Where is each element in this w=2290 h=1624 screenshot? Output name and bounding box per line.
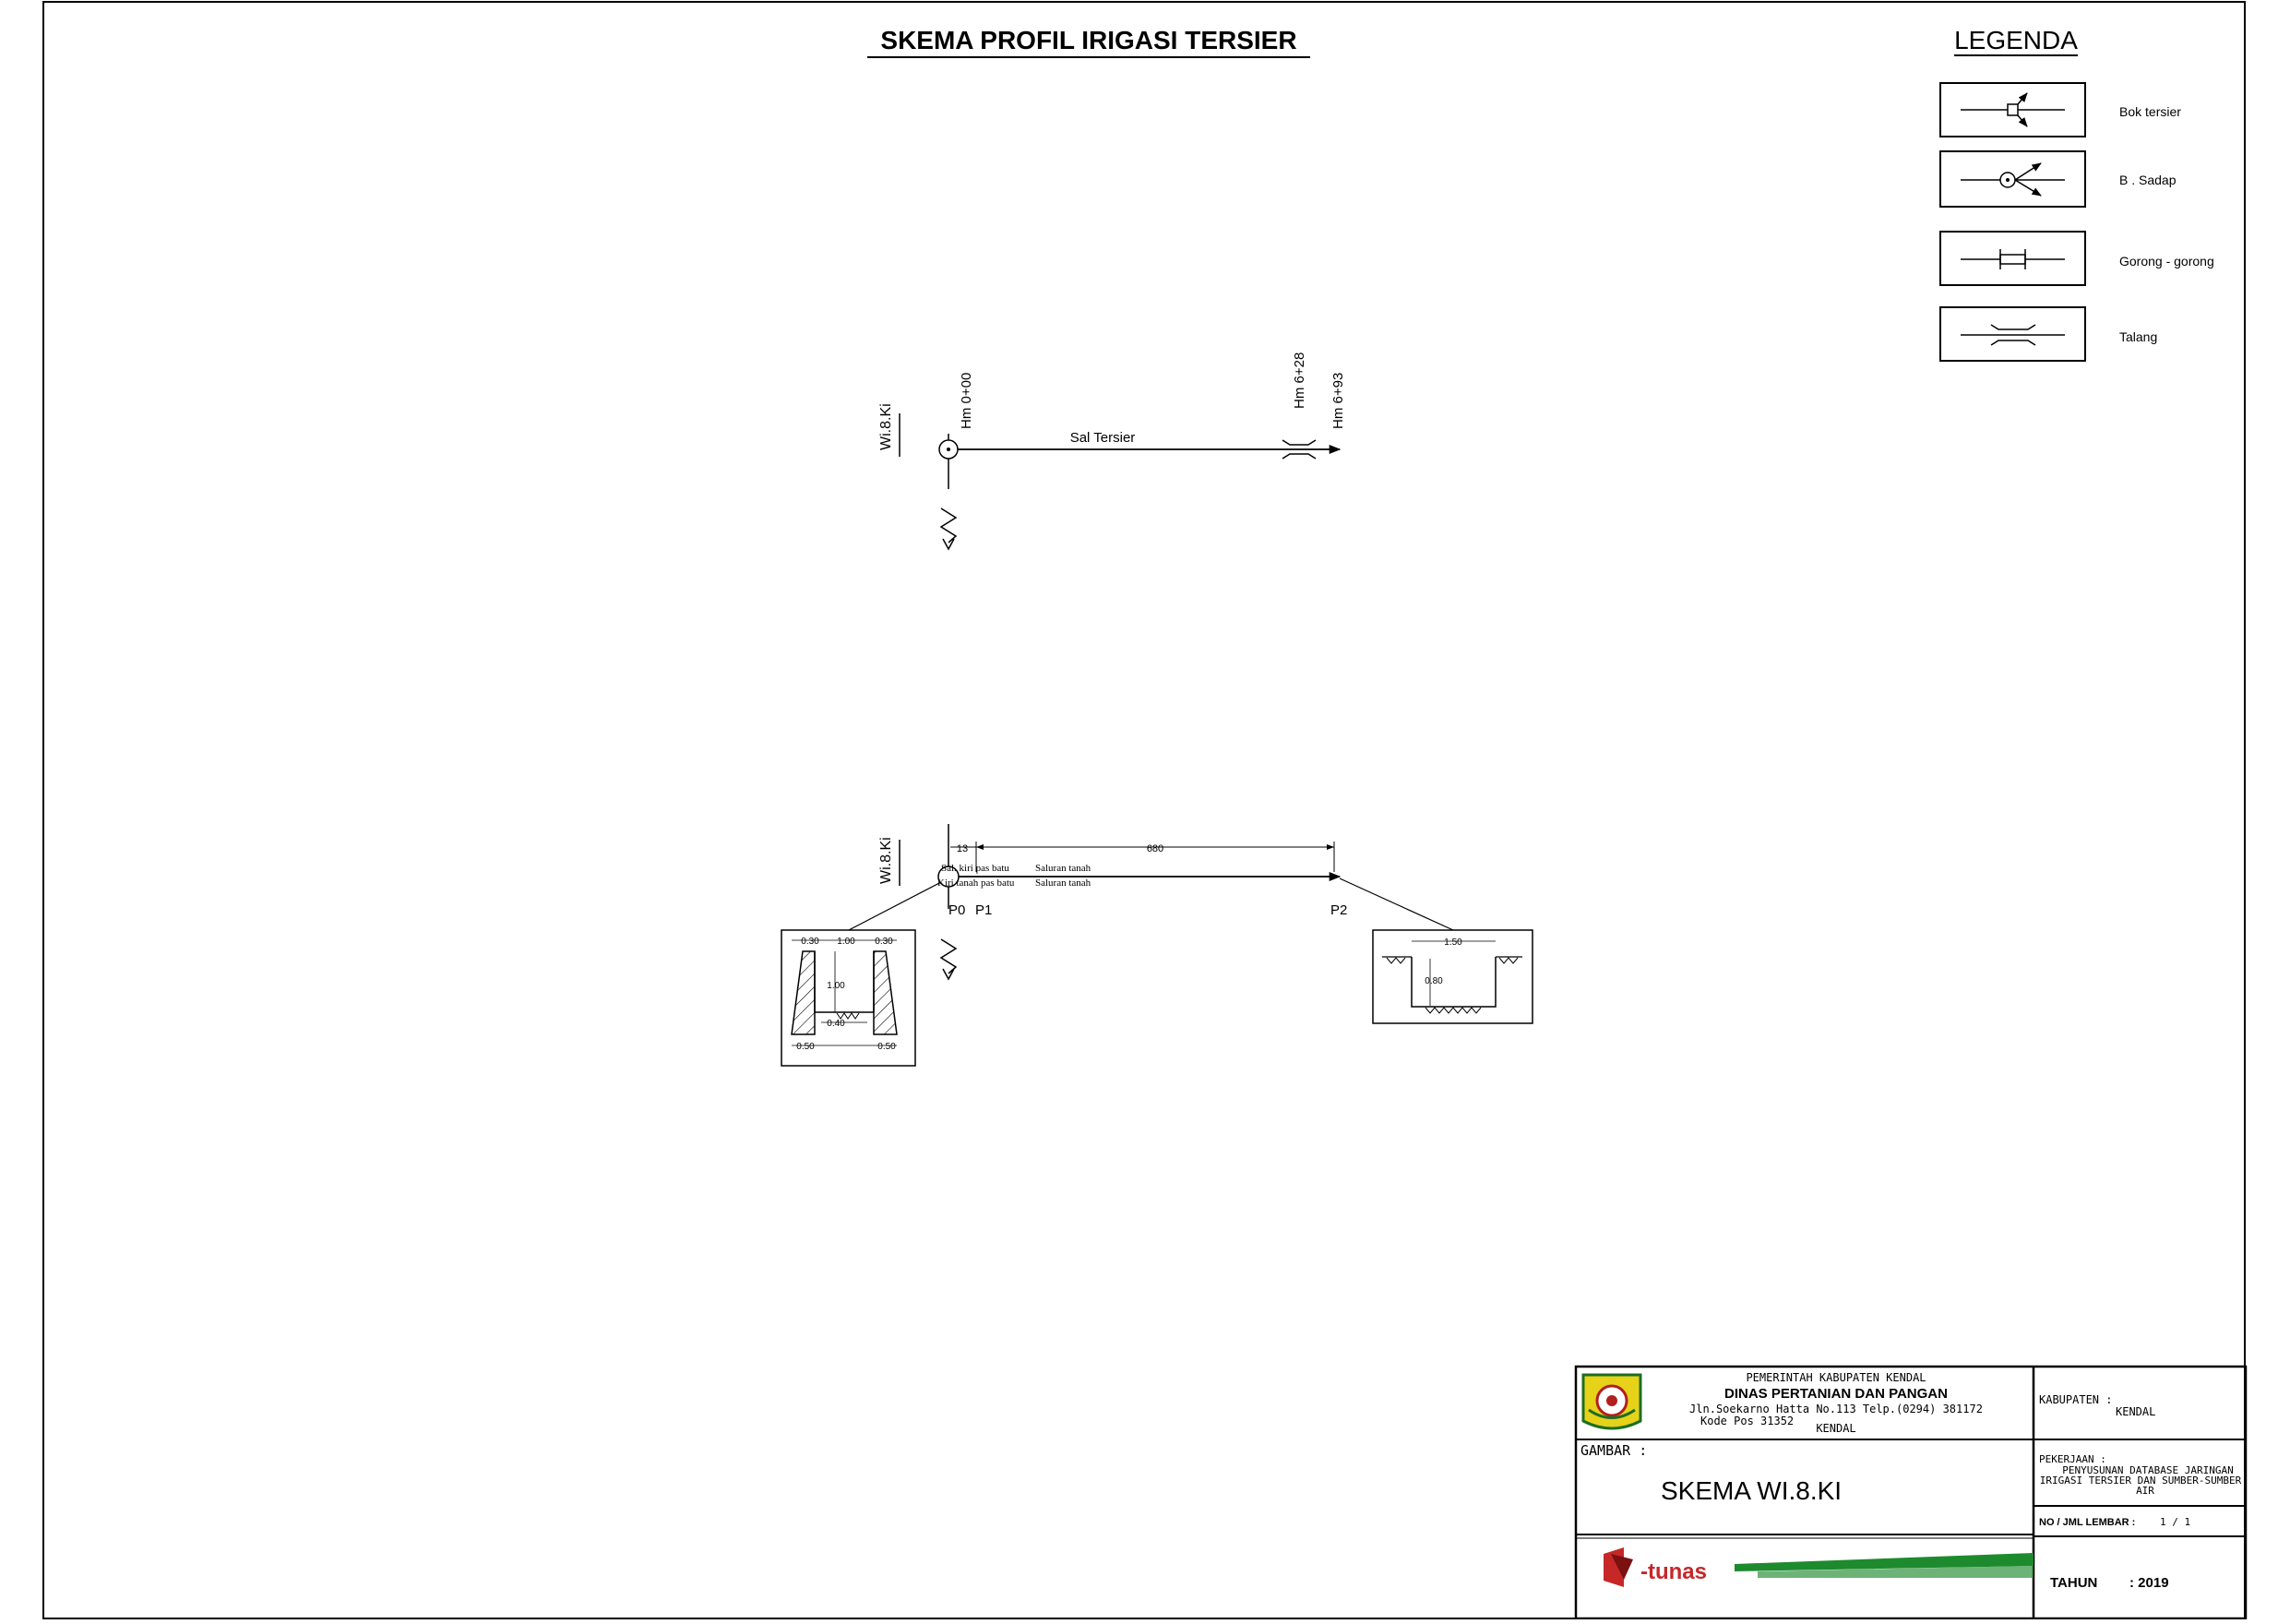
gorong-gorong-icon xyxy=(1961,249,2065,269)
sec-left-bottom-right: 0.50 xyxy=(877,1042,896,1052)
tb-pekerjaan-label: PEKERJAAN : xyxy=(2039,1453,2106,1465)
point-p2: P2 xyxy=(1330,902,1347,918)
schema-station-hm693: Hm 6+93 xyxy=(1330,373,1346,429)
right-note-2: Saluran tanah xyxy=(1035,878,1091,889)
sec-left-top-right: 0.30 xyxy=(875,937,893,947)
legend-heading: LEGENDA xyxy=(1954,26,2078,54)
legend: LEGENDA Bok tersier B . Sadap xyxy=(1939,26,2214,362)
channel-schema: Wi.8.Ki Sal Tersier Hm 0+00 Hm 6+28 Hm 6… xyxy=(878,352,1346,551)
point-p1: P1 xyxy=(975,902,992,918)
legend-label-bok-tersier: Bok tersier xyxy=(2119,104,2181,119)
legend-label-gorong-gorong: Gorong - gorong xyxy=(2119,254,2214,269)
sec-left-top-mid: 1.00 xyxy=(837,937,855,947)
schema-origin-label: Wi.8.Ki xyxy=(878,403,894,450)
legend-item-talang: Talang xyxy=(1939,306,2157,362)
cross-section-right: 1.50 0.80 xyxy=(1372,929,1533,1024)
tb-lembar-value: 1 / 1 xyxy=(2160,1516,2190,1528)
sec-left-bottom-mid: 0.40 xyxy=(827,1019,845,1029)
tb-address: Jln.Soekarno Hatta No.113 Telp.(0294) 38… xyxy=(1689,1403,1983,1415)
tunas-logo-icon xyxy=(1604,1547,1633,1587)
page-title: SKEMA PROFIL IRIGASI TERSIER xyxy=(880,26,1296,54)
schema-channel-label: Sal Tersier xyxy=(1070,430,1136,446)
ground-icon xyxy=(836,1012,860,1020)
gorong-gorong-symbol-box xyxy=(1939,231,2086,286)
brand-text: -tunas xyxy=(1640,1559,1707,1584)
tb-city: KENDAL xyxy=(1816,1422,1855,1435)
tb-gambar-label: GAMBAR : xyxy=(1580,1442,1647,1459)
legend-label-bangunan-sadap: B . Sadap xyxy=(2119,173,2177,187)
ground-icon xyxy=(1386,957,1406,964)
sec-right-width: 1.50 xyxy=(1444,937,1462,948)
sec-right-depth: 0.80 xyxy=(1425,976,1443,986)
tb-pekerjaan-line-1: PENYUSUNAN DATABASE JARINGAN xyxy=(2062,1464,2233,1476)
tb-lembar-label: NO / JML LEMBAR : xyxy=(2039,1517,2135,1528)
legend-item-bok-tersier: Bok tersier xyxy=(1939,82,2181,137)
profile-origin-label: Wi.8.Ki xyxy=(878,837,894,884)
ground-icon xyxy=(1425,1007,1482,1014)
tb-agency: DINAS PERTANIAN DAN PANGAN xyxy=(1724,1386,1948,1402)
leader-right xyxy=(1339,878,1454,931)
kendal-emblem-icon xyxy=(1581,1373,1642,1430)
tb-gambar-value: SKEMA WI.8.KI xyxy=(1661,1476,1842,1505)
point-p0: P0 xyxy=(948,902,965,918)
schema-station-hm0: Hm 0+00 xyxy=(959,373,974,429)
tb-kabupaten-value: KENDAL xyxy=(2116,1405,2155,1418)
dim-left-label: 13 xyxy=(957,843,968,854)
sec-left-bottom-left: 0.50 xyxy=(796,1042,815,1052)
tb-pekerjaan-line-3: AIR xyxy=(2136,1485,2154,1497)
dim-main-label: 680 xyxy=(1147,843,1163,854)
talang-symbol-box xyxy=(1939,306,2086,362)
bangunan-sadap-icon xyxy=(1961,162,2065,197)
tb-tahun-label: TAHUN xyxy=(2050,1575,2097,1591)
left-note-2: Kiri tanah pas batu xyxy=(937,878,1015,889)
bok-tersier-icon xyxy=(1961,92,2065,127)
channel-profile: Wi.8.Ki 13 680 Sal. kiri pas batu Kiri t… xyxy=(781,824,1533,1067)
schema-station-hm628: Hm 6+28 xyxy=(1292,352,1307,409)
legend-label-talang: Talang xyxy=(2119,329,2157,344)
sec-left-height: 1.00 xyxy=(827,981,845,991)
sec-left-top-left: 0.30 xyxy=(801,937,819,947)
brand-strip: -tunas xyxy=(1604,1547,2034,1587)
left-note-1: Sal. kiri pas batu xyxy=(941,863,1009,874)
tb-pekerjaan-line-2: IRIGASI TERSIER DAN SUMBER-SUMBER xyxy=(2040,1475,2242,1487)
tb-tahun-value: : 2019 xyxy=(2129,1575,2169,1591)
leader-left xyxy=(846,881,942,932)
bangunan-sadap-symbol-box xyxy=(1939,150,2086,208)
tb-postcode: Kode Pos 31352 xyxy=(1700,1415,1794,1427)
flow-direction-icon xyxy=(939,938,958,974)
talang-icon xyxy=(1961,324,2065,346)
cross-section-left: 0.30 1.00 0.30 1.00 0.40 0.50 0.50 xyxy=(781,929,916,1067)
right-note-1: Saluran tanah xyxy=(1035,863,1091,874)
talang-icon xyxy=(1282,439,1317,460)
legend-item-bangunan-sadap: B . Sadap xyxy=(1939,150,2177,208)
ground-icon xyxy=(1498,957,1519,964)
bok-tersier-symbol-box xyxy=(1939,82,2086,137)
sheet-border xyxy=(42,1,2246,1619)
legend-item-gorong-gorong: Gorong - gorong xyxy=(1939,231,2214,286)
tb-gov: PEMERINTAH KABUPATEN KENDAL xyxy=(1746,1371,1926,1384)
tb-kabupaten-label: KABUPATEN : xyxy=(2039,1393,2112,1406)
flow-direction-icon xyxy=(939,508,958,543)
title-block: PEMERINTAH KABUPATEN KENDAL DINAS PERTAN… xyxy=(1574,1365,2248,1620)
